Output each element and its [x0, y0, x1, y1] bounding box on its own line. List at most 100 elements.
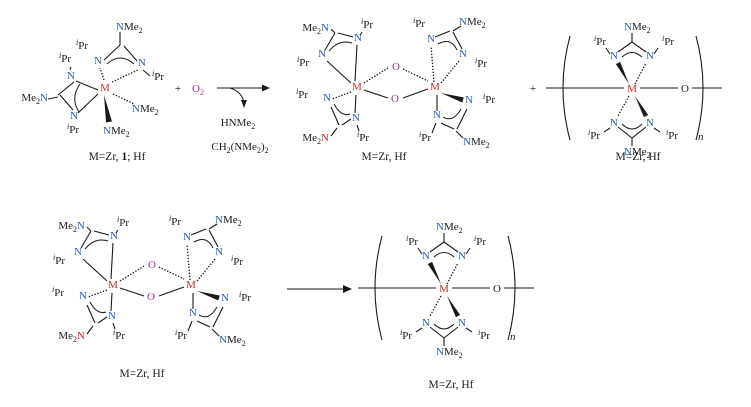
- isopropyl-group: iPr: [67, 122, 79, 136]
- nitrogen-atom: N: [422, 250, 430, 262]
- metal-atom: M: [108, 279, 118, 291]
- bond: [337, 32, 354, 38]
- caption-polymer-2: M=Zr, Hf: [429, 379, 474, 391]
- isopropyl-group: iPr: [666, 128, 678, 142]
- nitrogen-atom: N: [646, 50, 654, 62]
- bond: [452, 31, 463, 50]
- bond: [93, 230, 110, 236]
- delocalization-arc: [442, 108, 462, 120]
- nitrogen-atom: N: [458, 317, 466, 329]
- bond: [158, 286, 185, 297]
- nitrogen-atom: N: [221, 292, 229, 304]
- bond: [434, 30, 451, 38]
- bond: [111, 69, 139, 83]
- isopropyl-group: iPr: [413, 16, 425, 30]
- wedge-bond: [441, 93, 464, 103]
- bond: [429, 295, 442, 317]
- bond: [77, 93, 99, 114]
- bond: [617, 95, 630, 117]
- oxygen-reagent: O2: [192, 83, 204, 97]
- dimethylamino-group: NMe2: [459, 16, 486, 30]
- bond: [446, 262, 459, 285]
- bond: [59, 94, 74, 111]
- left-parenthesis: [562, 35, 571, 141]
- nitrogen-atom: N: [67, 70, 75, 82]
- nitrogen-atom: N: [646, 117, 654, 129]
- repeat-count-n: n: [698, 131, 704, 143]
- bond: [603, 127, 611, 133]
- delocalization-arc: [106, 57, 135, 65]
- bond: [190, 228, 207, 236]
- delocalization-arc: [89, 301, 107, 313]
- isopropyl-group: iPr: [588, 128, 600, 142]
- nitrogen-atom: N: [459, 48, 467, 60]
- dimethylamino-group: NMe2: [132, 103, 159, 117]
- delocalization-arc: [333, 103, 351, 115]
- oxygen-atom: O: [493, 283, 501, 295]
- bond: [142, 69, 151, 77]
- bond: [110, 242, 114, 280]
- isopropyl-group: iPr: [406, 234, 418, 248]
- bond: [631, 41, 647, 53]
- caption-polymer: M=Zr, Hf: [616, 151, 661, 163]
- nitrogen-atom: N: [189, 307, 197, 319]
- bond: [57, 81, 75, 96]
- bond: [110, 292, 113, 312]
- nitrogen-atom: N: [323, 92, 331, 104]
- isopropyl-group: iPr: [474, 234, 486, 248]
- bond: [196, 258, 216, 282]
- isopropyl-group: iPr: [76, 38, 88, 52]
- dimethylamino-group: Me2N: [21, 92, 48, 106]
- caption-dimer-2: M=Zr, Hf: [120, 368, 165, 380]
- isopropyl-group: iPr: [113, 328, 125, 342]
- nitrogen-atom: N: [458, 250, 466, 262]
- bond: [75, 80, 99, 91]
- bond: [465, 247, 471, 255]
- bond: [208, 223, 218, 230]
- oxygen-atom: O: [392, 61, 400, 73]
- caption-dimer: M=Zr, Hf: [362, 151, 407, 163]
- isopropyl-group: iPr: [400, 328, 412, 342]
- isopropyl-group: iPr: [662, 34, 674, 48]
- delocalization-arc: [621, 52, 643, 58]
- bond: [359, 31, 363, 36]
- bond: [115, 229, 119, 234]
- delocalization-arc: [437, 41, 458, 51]
- isopropyl-group: iPr: [53, 253, 65, 267]
- metal-atom: M: [627, 83, 637, 95]
- bond: [354, 94, 357, 114]
- bond: [417, 247, 423, 255]
- bond: [363, 67, 389, 84]
- nitrogen-atom: N: [110, 230, 118, 242]
- bond: [341, 118, 352, 126]
- bond: [455, 130, 464, 139]
- dimethylamino-group: Me2N: [302, 132, 329, 146]
- bond: [331, 91, 352, 100]
- nitrogen-atom: N: [318, 48, 326, 60]
- arrow-head: [262, 84, 270, 92]
- oxygen-atom: O: [147, 291, 155, 303]
- nitrogen-atom: N: [183, 231, 191, 243]
- bond: [431, 122, 437, 134]
- bond: [119, 265, 145, 282]
- bond: [69, 66, 72, 71]
- isopropyl-group: iPr: [152, 69, 164, 83]
- wedge-bond: [197, 291, 220, 301]
- plus-sign: +: [530, 83, 536, 95]
- wedge-bond: [427, 261, 441, 284]
- nitrogen-atom: N: [433, 109, 441, 121]
- dimethylamino-group: Me2N: [302, 22, 329, 36]
- bond: [326, 60, 352, 84]
- dimethylamino-group: NMe2: [103, 125, 130, 139]
- bond: [456, 108, 468, 130]
- bond: [80, 230, 92, 249]
- bond: [452, 25, 462, 32]
- oxygen-atom: O: [148, 259, 156, 271]
- nitrogen-atom: N: [74, 246, 82, 258]
- bond: [99, 67, 105, 81]
- metal-atom: M: [352, 81, 362, 93]
- bond: [617, 126, 633, 139]
- byproduct-aminal: CH2(NMe2)2: [211, 141, 268, 155]
- nitrogen-atom: N: [427, 33, 435, 45]
- dimethylamino-group: NMe2: [624, 146, 651, 160]
